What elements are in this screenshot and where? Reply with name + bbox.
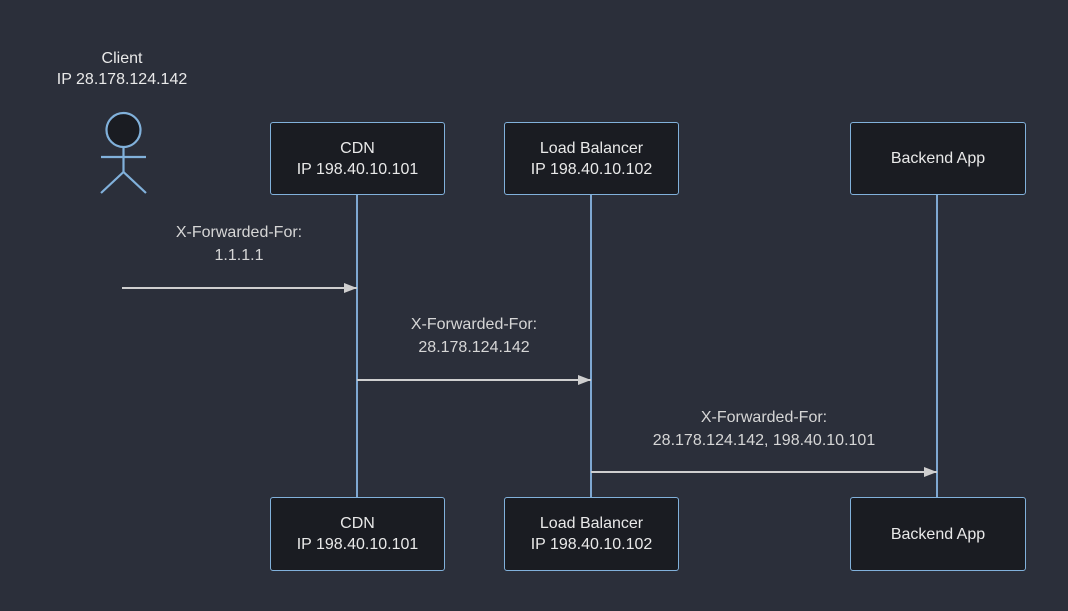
message-3-arrow	[591, 466, 937, 477]
arrowhead-icon	[578, 374, 591, 385]
participant-ip: IP 198.40.10.102	[530, 536, 653, 553]
message-value: 28.178.124.142	[418, 339, 530, 356]
message-header: X-Forwarded-For:	[700, 409, 828, 426]
participant-label: Load Balancer	[539, 139, 644, 157]
arrowhead-icon	[344, 282, 357, 293]
participant-box-load-balancer-top: Load Balancer IP 198.40.10.102	[504, 122, 679, 195]
client-ip: IP 28.178.124.142	[56, 71, 188, 88]
participant-box-load-balancer-bottom: Load Balancer IP 198.40.10.102	[504, 497, 679, 571]
participant-ip: IP 198.40.10.102	[530, 160, 653, 178]
message-value: 28.178.124.142, 198.40.10.101	[652, 432, 876, 449]
lifeline-cdn	[356, 195, 358, 497]
message-1-arrow	[122, 282, 357, 293]
message-2-arrow	[357, 374, 591, 385]
arrowhead-icon	[924, 466, 937, 477]
message-2-label: X-Forwarded-For: 28.178.124.142	[344, 313, 604, 359]
participant-box-backend-app-top: Backend App	[850, 122, 1026, 195]
participant-box-backend-app-bottom: Backend App	[850, 497, 1026, 571]
client-actor-icon	[100, 111, 147, 194]
participant-ip: IP 198.40.10.101	[296, 536, 419, 553]
message-header: X-Forwarded-For:	[410, 316, 538, 333]
lifeline-load-balancer	[590, 195, 592, 497]
message-header: X-Forwarded-For:	[175, 224, 303, 241]
participant-client-label: Client IP 28.178.124.142	[22, 48, 222, 90]
participant-ip: IP 198.40.10.101	[296, 160, 419, 178]
client-name: Client	[101, 50, 143, 67]
message-3-label: X-Forwarded-For: 28.178.124.142, 198.40.…	[604, 406, 924, 452]
message-value: 1.1.1.1	[214, 247, 264, 264]
participant-label: Backend App	[890, 525, 986, 543]
message-1-label: X-Forwarded-For: 1.1.1.1	[124, 221, 354, 267]
participant-box-cdn-top: CDN IP 198.40.10.101	[270, 122, 445, 195]
participant-box-cdn-bottom: CDN IP 198.40.10.101	[270, 497, 445, 571]
participant-label: Load Balancer	[539, 515, 644, 532]
participant-label: CDN	[340, 515, 375, 532]
participant-label: CDN	[340, 139, 375, 157]
lifeline-backend-app	[936, 195, 938, 497]
participant-label: Backend App	[890, 150, 986, 167]
